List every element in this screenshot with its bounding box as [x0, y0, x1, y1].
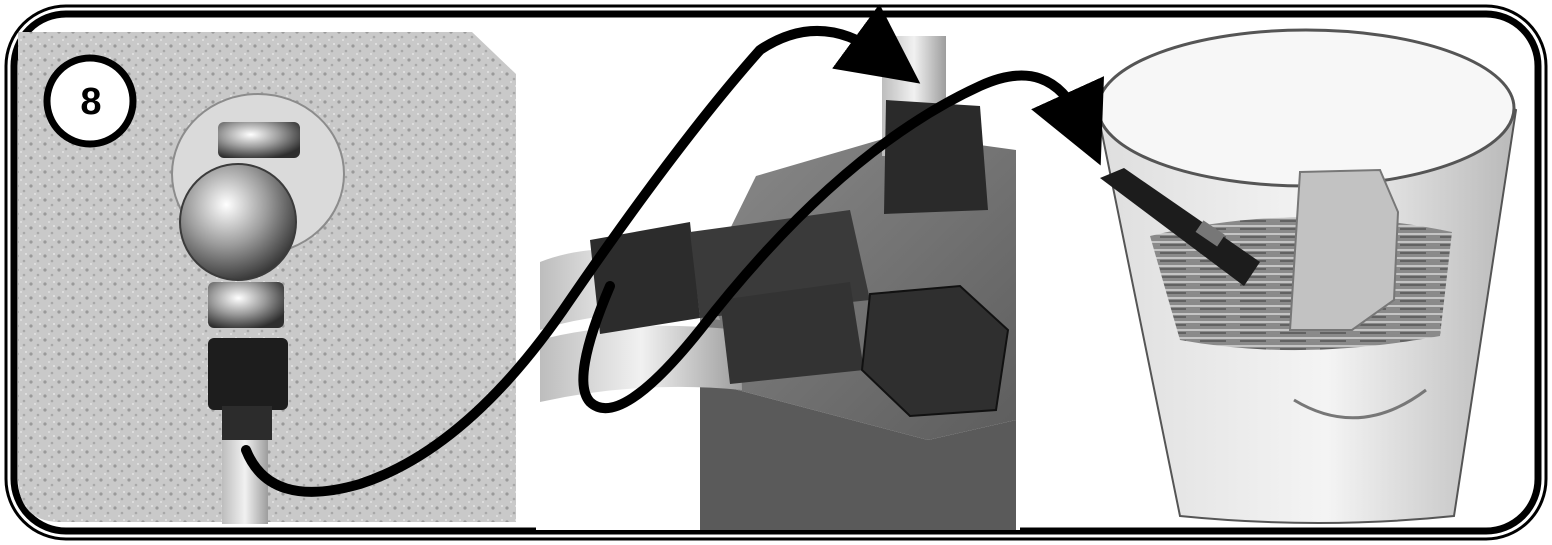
step-number: 8: [46, 60, 136, 144]
photo-bucket: [1096, 30, 1516, 523]
